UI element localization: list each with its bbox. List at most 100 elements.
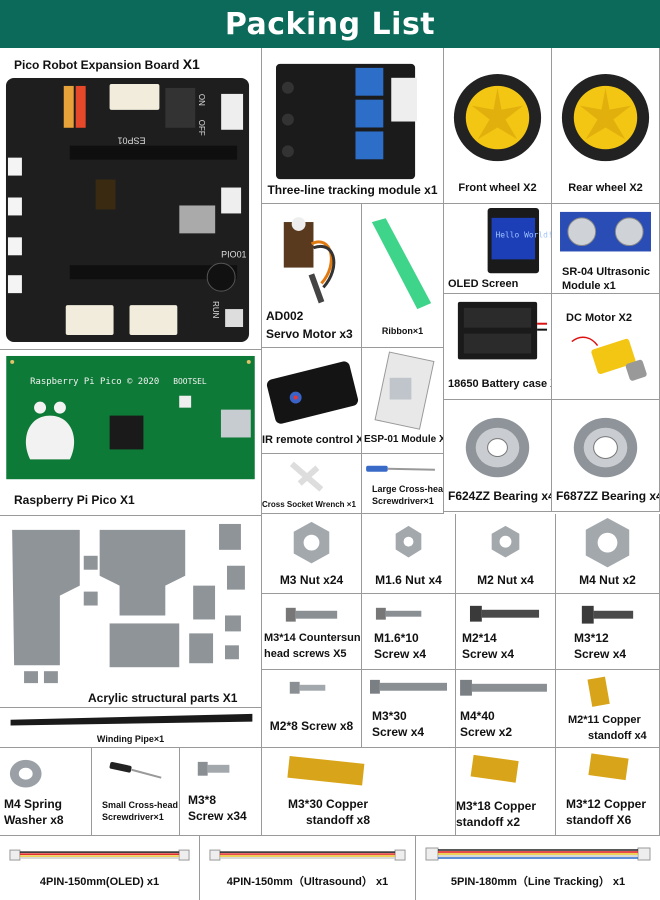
item-label-line2: standoff x8 bbox=[306, 813, 371, 827]
item-label: Ribbon×1 bbox=[381, 326, 424, 336]
expansion-board-image: ESP01 PIO01 ON OFF RUN bbox=[5, 77, 250, 342]
item-label-line2: standoff x2 bbox=[456, 815, 521, 829]
item-label-line1: Large Cross-head bbox=[372, 484, 444, 494]
item-label-line1: M3*8 bbox=[188, 793, 217, 807]
oled-image: Hello World! bbox=[487, 207, 551, 274]
item-m2-nut: M2 Nut x4 bbox=[456, 514, 556, 594]
item-label: OLED Screen bbox=[448, 278, 519, 290]
item-label: 4PIN-150mm(OLED) x1 bbox=[39, 876, 160, 888]
m3-30-standoff-image bbox=[287, 755, 365, 786]
m3-8-screw-image bbox=[197, 761, 230, 776]
item-battery-case: 18650 Battery case X1 bbox=[444, 294, 552, 400]
item-label: Front wheel X2 bbox=[458, 182, 537, 194]
packing-list-header: Packing List bbox=[0, 0, 660, 48]
item-label: 5PIN-180mm（Line Tracking） x1 bbox=[450, 876, 626, 888]
item-label: DC Motor X2 bbox=[566, 312, 632, 324]
item-m3-12-screw: M3*12 Screw x4 bbox=[556, 594, 660, 670]
m3-30-screw-image bbox=[370, 679, 447, 694]
item-label-line1: AD002 bbox=[266, 309, 304, 323]
m2-8-screw-image bbox=[289, 681, 326, 694]
item-small-screwdriver: Small Cross-head Screwdriver×1 bbox=[92, 748, 180, 836]
cable-oled-image bbox=[9, 849, 190, 861]
m3-14-screw-image bbox=[285, 607, 338, 622]
item-label: Acrylic structural parts X1 bbox=[88, 691, 238, 705]
item-label: M2*8 Screw x8 bbox=[269, 719, 354, 733]
item-large-screwdriver: Large Cross-head Screwdriver×1 bbox=[362, 454, 444, 514]
item-f687zz-bearing: F687ZZ Bearing x4 bbox=[552, 400, 660, 512]
item-m16-10-screw: M1.6*10 Screw x4 bbox=[362, 594, 456, 670]
item-label-line1: M3*18 Copper bbox=[456, 799, 537, 813]
m3-12-screw-image bbox=[581, 605, 634, 624]
item-acrylic-parts: Acrylic structural parts X1 bbox=[0, 516, 262, 708]
item-dc-motor: DC Motor X2 bbox=[552, 294, 660, 400]
page-title: Packing List bbox=[224, 6, 436, 42]
item-label-line1: SR-04 Ultrasonic bbox=[562, 266, 651, 278]
item-m4-washer: M4 Spring Washer x8 bbox=[0, 748, 92, 836]
item-label: F687ZZ Bearing x4 bbox=[556, 489, 660, 503]
item-m3-30-standoff: M3*30 Copper standoff x8 bbox=[262, 748, 456, 836]
m16-nut-image bbox=[395, 525, 422, 558]
item-m16-nut: M1.6 Nut x4 bbox=[362, 514, 456, 594]
ultrasonic-image bbox=[560, 211, 651, 252]
m2-14-screw-image bbox=[469, 605, 540, 622]
item-pico: Raspberry Pi Pico © 2020 BOOTSEL Raspber… bbox=[0, 350, 262, 516]
item-label-line1: M3*14 Countersunk bbox=[264, 632, 362, 644]
item-label: Cross Socket Wrench ×1 bbox=[262, 500, 356, 509]
item-front-wheel: Front wheel X2 bbox=[444, 48, 552, 204]
item-label-line1: M3*12 Copper bbox=[566, 797, 647, 811]
cable-tracking-image bbox=[425, 847, 651, 861]
dc-motor-image bbox=[571, 336, 647, 381]
esp01-image bbox=[374, 351, 435, 430]
item-label-line2: Servo Motor x3 bbox=[266, 327, 353, 341]
item-label-line1: M3*30 Copper bbox=[288, 797, 369, 811]
item-label: Rear wheel X2 bbox=[568, 182, 643, 194]
front-wheel-image bbox=[453, 73, 542, 162]
item-m3-18-standoff: M3*18 Copper standoff x2 bbox=[456, 748, 556, 836]
item-label: ESP-01 Module X1 bbox=[364, 434, 444, 445]
pico-image: Raspberry Pi Pico © 2020 BOOTSEL bbox=[6, 355, 255, 480]
item-rear-wheel: Rear wheel X2 bbox=[552, 48, 660, 204]
m16-10-screw-image bbox=[375, 607, 422, 620]
item-label: M2 Nut x4 bbox=[477, 573, 534, 587]
cable-ultrasound-image bbox=[209, 849, 406, 861]
item-m4-40-screw: M4*40 Screw x2 bbox=[456, 670, 556, 748]
m4-nut-image bbox=[585, 517, 630, 568]
large-screwdriver-image bbox=[366, 465, 435, 472]
item-label: Raspberry Pi Pico X1 bbox=[14, 493, 135, 507]
item-cross-socket-wrench: Cross Socket Wrench ×1 bbox=[262, 454, 362, 514]
item-f624zz-bearing: F624ZZ Bearing x4 bbox=[444, 400, 552, 512]
item-m3-nut: M3 Nut x24 bbox=[262, 514, 362, 594]
item-ultrasonic: SR-04 Ultrasonic Module x1 bbox=[552, 204, 660, 294]
item-label-line2: Screwdriver×1 bbox=[372, 496, 434, 506]
item-m3-14-countersunk: M3*14 Countersunk head screws X5 bbox=[262, 594, 362, 670]
item-tracking-module: Three-line tracking module x1 bbox=[262, 48, 444, 204]
item-label-line2: Screw x34 bbox=[188, 809, 247, 823]
silk-esp01: ESP01 bbox=[118, 136, 146, 146]
item-label: Winding Pipe×1 bbox=[96, 734, 165, 744]
item-label: Pico Robot Expansion Board bbox=[14, 58, 180, 72]
item-label-line2: Screw x4 bbox=[574, 647, 627, 661]
pico-silk: Raspberry Pi Pico © 2020 bbox=[30, 377, 159, 387]
item-servo: AD002 Servo Motor x3 bbox=[262, 204, 362, 348]
item-label-line2: Module x1 bbox=[562, 280, 616, 292]
wrench-image bbox=[289, 461, 324, 492]
item-label-line2: standoff X6 bbox=[566, 813, 632, 827]
item-label: IR remote control X1 bbox=[262, 434, 362, 446]
item-label: M4 Nut x2 bbox=[579, 573, 636, 587]
item-m2-8-screw: M2*8 Screw x8 bbox=[262, 670, 362, 748]
bearing-624-image bbox=[465, 417, 530, 478]
item-cable-ultrasound: 4PIN-150mm（Ultrasound） x1 bbox=[200, 836, 416, 900]
item-m2-11-standoff: M2*11 Copper standoff x4 bbox=[556, 670, 660, 748]
acrylic-parts-image bbox=[12, 523, 245, 684]
item-label: M3 Nut x24 bbox=[279, 573, 344, 587]
item-winding-pipe: Winding Pipe×1 bbox=[0, 708, 262, 748]
m4-40-screw-image bbox=[460, 679, 547, 696]
item-label-line2: Screw x4 bbox=[462, 647, 515, 661]
item-label-line1: M3*12 bbox=[574, 631, 609, 645]
item-label: Three-line tracking module x1 bbox=[267, 183, 438, 197]
item-label: 18650 Battery case X1 bbox=[448, 378, 551, 390]
item-label-line1: M2*14 bbox=[462, 631, 497, 645]
item-label-line1: M4*40 bbox=[460, 709, 495, 723]
item-label-line2: Screw x2 bbox=[460, 725, 513, 739]
item-label-line2: Screwdriver×1 bbox=[102, 812, 164, 822]
